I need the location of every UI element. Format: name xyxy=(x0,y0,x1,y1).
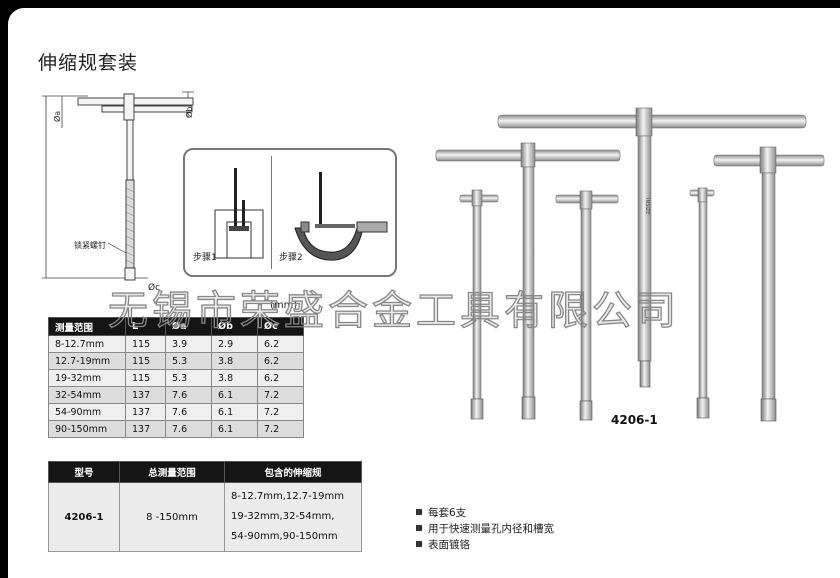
table-cell: 137 xyxy=(125,420,166,438)
bullet-icon xyxy=(416,509,422,515)
spec-header-row: 测量范围 L Øa Øb Øc xyxy=(48,317,304,336)
product-model-label: 4206-1 xyxy=(611,413,658,427)
list-item: 用于快速测量孔内径和槽宽 xyxy=(416,521,554,537)
gauge-sixth xyxy=(689,187,715,419)
table-row: 32-54mm 137 7.6 6.1 7.2 xyxy=(48,386,304,404)
table-cell: 12.7-19mm xyxy=(48,352,126,370)
included-line: 54-90mm,90-150mm xyxy=(231,531,338,542)
list-item: 每套6支 xyxy=(416,505,554,521)
table-cell: 137 xyxy=(125,386,166,404)
table-cell: 7.2 xyxy=(257,403,304,421)
table-cell: 54-90mm xyxy=(48,403,126,421)
gauge-third xyxy=(713,146,825,422)
included-line: 8-12.7mm,12.7-19mm xyxy=(231,491,344,502)
set-table: 型号 总测量范围 包含的伸缩规 4206-1 8 -150mm 8-12.7mm… xyxy=(48,461,362,552)
feature-text: 表面镀铬 xyxy=(428,539,470,551)
table-cell: 5.3 xyxy=(165,352,212,370)
catalog-card: 伸缩规套装 Øa Øb Øc 锁紧螺钉 xyxy=(8,8,840,578)
spec-table: 测量范围 L Øa Øb Øc 8-12.7mm 115 3.9 2.9 6.2… xyxy=(48,317,304,438)
table-row: 8-12.7mm 115 3.9 2.9 6.2 xyxy=(48,335,304,353)
table-cell: 3.9 xyxy=(165,335,212,353)
gauge-fourth xyxy=(459,189,499,420)
spec-header-ob: Øb xyxy=(211,317,258,336)
bullet-icon xyxy=(416,541,422,547)
label-ob: Øb xyxy=(184,107,194,118)
table-row: 4206-1 8 -150mm 8-12.7mm,12.7-19mm 19-32… xyxy=(48,482,362,552)
label-oc: Øc xyxy=(148,282,160,293)
table-cell: 7.2 xyxy=(257,420,304,438)
steps-divider xyxy=(271,156,272,269)
feature-text: 每套6支 xyxy=(428,507,467,519)
brand-mark: INSIZE xyxy=(644,198,650,214)
gauge-second xyxy=(435,142,621,420)
table-cell: 6.2 xyxy=(257,352,304,370)
table-cell: 7.6 xyxy=(165,386,212,404)
table-cell: 6.1 xyxy=(211,386,258,404)
table-cell: 115 xyxy=(125,369,166,387)
spec-header-oa: Øa xyxy=(165,317,212,336)
set-range-cell: 8 -150mm xyxy=(119,482,225,552)
label-oa: Øa xyxy=(52,111,62,122)
step2-label: 步骤2 xyxy=(279,253,303,263)
usage-steps-illustration xyxy=(214,168,388,261)
table-cell: 6.2 xyxy=(257,369,304,387)
set-included-cell: 8-12.7mm,12.7-19mm 19-32mm,32-54mm, 54-9… xyxy=(224,482,362,552)
table-cell: 3.8 xyxy=(211,369,258,387)
spec-header-range: 测量范围 xyxy=(48,317,126,336)
table-cell: 19-32mm xyxy=(48,369,126,387)
unit-label: (mm) xyxy=(270,300,298,311)
list-item: 表面镀铬 xyxy=(416,537,554,553)
table-cell: 5.3 xyxy=(165,369,212,387)
table-row: 54-90mm 137 7.6 6.1 7.2 xyxy=(48,403,304,421)
set-header-model: 型号 xyxy=(48,461,120,483)
set-header-included: 包含的伸缩规 xyxy=(224,461,362,483)
telescoping-gauge-diagram: Øa Øb Øc 锁紧螺钉 xyxy=(42,91,194,293)
table-cell: 6.1 xyxy=(211,403,258,421)
table-cell: 90-150mm xyxy=(48,420,126,438)
table-cell: 137 xyxy=(125,403,166,421)
table-row: 90-150mm 137 7.6 6.1 7.2 xyxy=(48,420,304,438)
table-row: 19-32mm 115 5.3 3.8 6.2 xyxy=(48,369,304,387)
table-row: 12.7-19mm 115 5.3 3.8 6.2 xyxy=(48,352,304,370)
table-cell: 6.1 xyxy=(211,420,258,438)
company-watermark: 无锡市荣盛合金工具有限公司 xyxy=(107,287,680,334)
gauge-fifth xyxy=(555,190,619,421)
table-cell: 3.8 xyxy=(211,352,258,370)
label-lock-screw: 锁紧螺钉 xyxy=(74,240,106,250)
feature-list: 每套6支 用于快速测量孔内径和槽宽 表面镀铬 xyxy=(416,505,554,553)
table-cell: 7.6 xyxy=(165,403,212,421)
table-cell: 8-12.7mm xyxy=(48,335,126,353)
gauge-largest: INSIZE xyxy=(497,107,807,388)
table-cell: 2.9 xyxy=(211,335,258,353)
step1-label: 步骤1 xyxy=(193,253,217,263)
included-line: 19-32mm,32-54mm, xyxy=(231,511,335,522)
table-cell: 115 xyxy=(125,352,166,370)
set-header-row: 型号 总测量范围 包含的伸缩规 xyxy=(48,461,362,483)
set-header-range: 总测量范围 xyxy=(119,461,225,483)
table-cell: 6.2 xyxy=(257,335,304,353)
table-cell: 115 xyxy=(125,335,166,353)
table-cell: 7.2 xyxy=(257,386,304,404)
page-title: 伸缩规套装 xyxy=(38,52,139,74)
set-model-cell: 4206-1 xyxy=(48,482,120,552)
table-cell: 32-54mm xyxy=(48,386,126,404)
table-cell: 7.6 xyxy=(165,420,212,438)
gauge-set-photo: INSIZE xyxy=(435,107,825,422)
usage-steps-panel: 步骤1 步骤2 xyxy=(183,148,397,277)
feature-text: 用于快速测量孔内径和槽宽 xyxy=(428,523,554,535)
bullet-icon xyxy=(416,525,422,531)
